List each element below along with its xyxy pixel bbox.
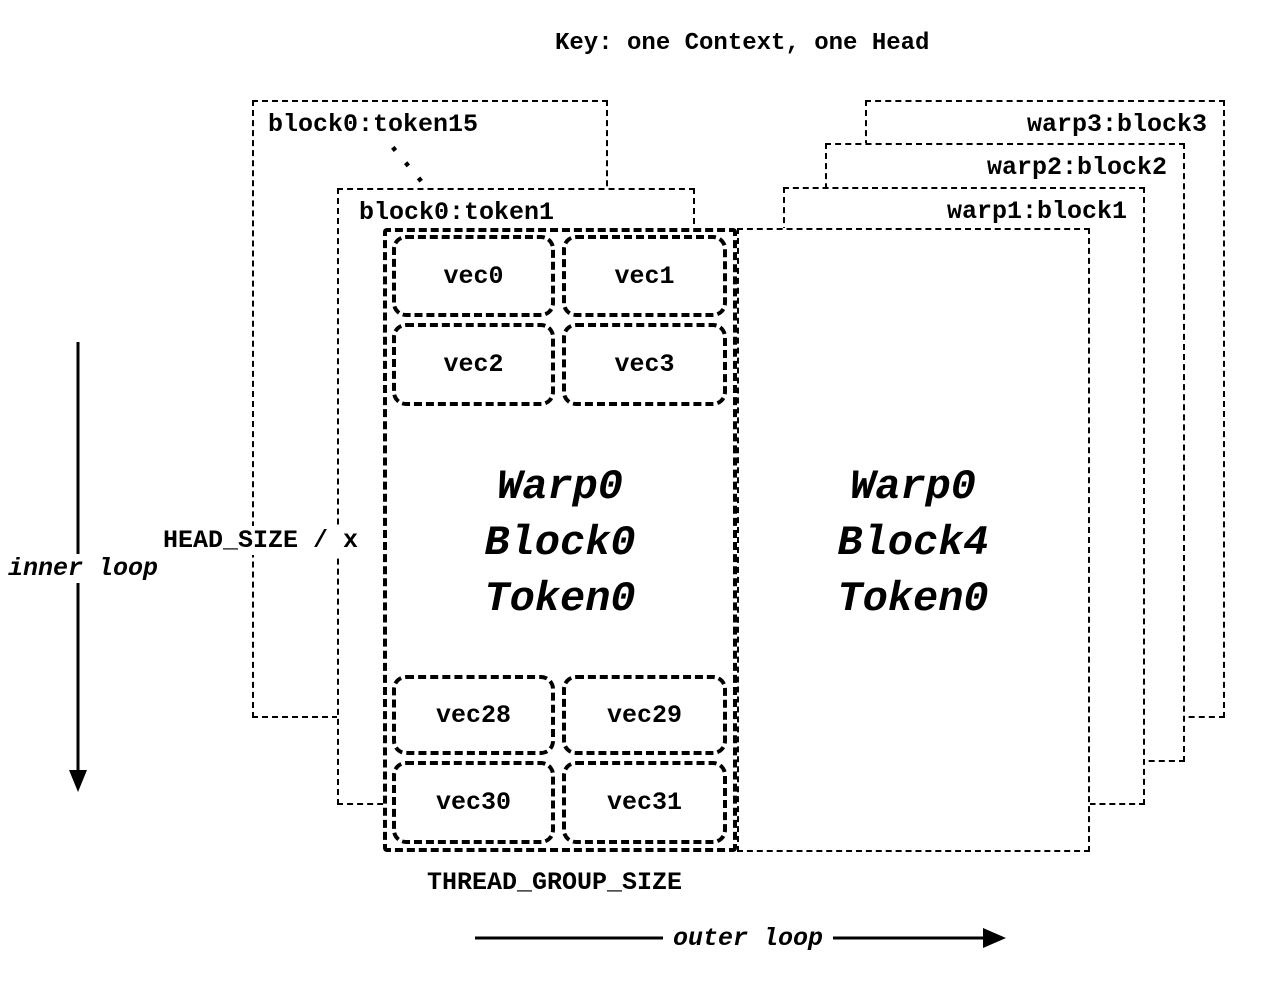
vec-cell: vec0 xyxy=(392,235,555,317)
left-front-box-text: Warp0 Block0 Token0 xyxy=(400,459,720,627)
thread-group-size-label: THREAD_GROUP_SIZE xyxy=(427,868,683,897)
right-block-line: Block4 xyxy=(837,519,989,567)
right-back-box-warp2-label: warp2:block2 xyxy=(986,153,1167,182)
vec-cell: vec2 xyxy=(392,323,555,406)
left-back-box-label: block0:token15 xyxy=(268,110,479,139)
vec-cell: vec3 xyxy=(562,323,727,406)
vec-cell: vec29 xyxy=(562,675,727,755)
right-front-box-text: Warp0 Block4 Token0 xyxy=(753,459,1073,627)
vec-cell: vec1 xyxy=(562,235,727,317)
right-front-box xyxy=(737,228,1090,852)
outer-loop-label: outer loop xyxy=(663,924,834,953)
left-warp-line: Warp0 xyxy=(496,463,624,511)
right-warp-line: Warp0 xyxy=(849,463,977,511)
left-block-line: Block0 xyxy=(484,519,636,567)
right-token-line: Token0 xyxy=(837,575,989,623)
vec-cell: vec30 xyxy=(392,761,555,844)
left-token-line: Token0 xyxy=(484,575,636,623)
left-mid-box-label: block0:token1 xyxy=(359,198,555,227)
vec-cell: vec31 xyxy=(562,761,727,844)
right-back-box-warp1-label: warp1:block1 xyxy=(946,197,1127,226)
head-size-label: HEAD_SIZE / x xyxy=(163,526,359,555)
inner-loop-label: inner loop xyxy=(8,554,159,583)
diagram-title: Key: one Context, one Head xyxy=(555,30,930,57)
right-back-box-warp3-label: warp3:block3 xyxy=(1026,110,1207,139)
vec-cell: vec28 xyxy=(392,675,555,755)
